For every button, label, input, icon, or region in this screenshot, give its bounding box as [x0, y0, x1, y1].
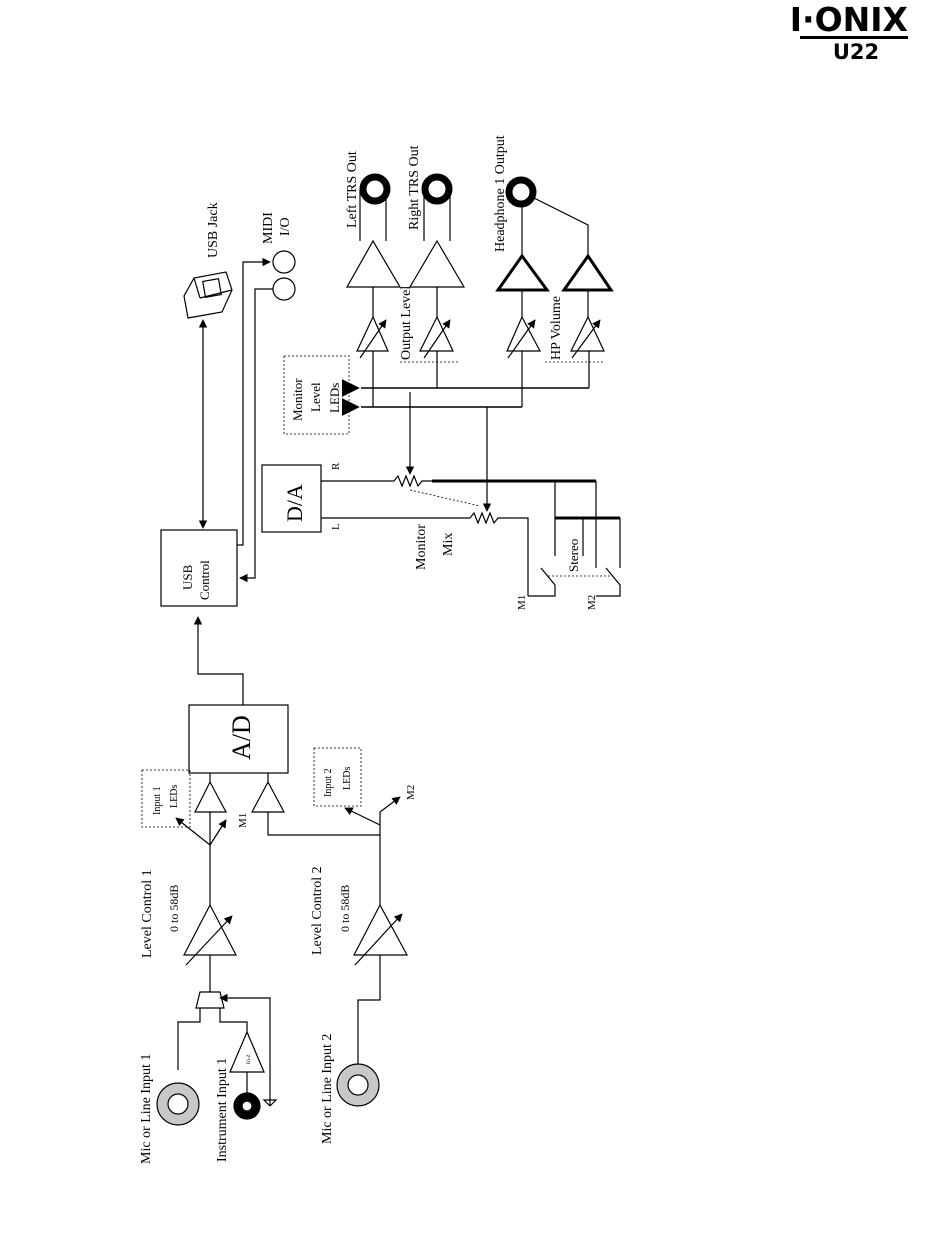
input1-leds-label-2: LEDs: [169, 785, 180, 808]
hiz-buffer-amp: [229, 1030, 265, 1073]
gain-range-2-label: 0 to 58dB: [338, 885, 352, 932]
headphone-output-label: Headphone 1 Output: [493, 135, 508, 252]
midi-in-line: [239, 288, 273, 583]
usb-control-box: [160, 529, 238, 607]
usb-jack-icon: [183, 271, 233, 319]
left-trs-jack-icon: [359, 173, 391, 205]
m2-label-left: M2: [405, 785, 417, 800]
midi-out-line: [237, 257, 271, 546]
monitor-mix-label-1: Monitor: [414, 524, 429, 570]
right-trs-jack-icon: [421, 173, 453, 205]
hp-volume-vca-right: [570, 315, 605, 359]
right-line-amp: [408, 239, 466, 288]
level-control-2-vca: [353, 903, 409, 966]
m1-stereo-switch: [528, 567, 556, 597]
mic-line-input-2-label: Mic or Line Input 2: [320, 1034, 335, 1144]
monitor-leds-label-2: Level: [308, 382, 323, 412]
input2-leds-label-2: LEDs: [342, 767, 353, 790]
hp-r-wire: [531, 196, 589, 256]
ad-label: A/D: [227, 715, 256, 760]
hiz-to-mux: [219, 1008, 248, 1032]
input1-buffer-amp: [194, 780, 227, 813]
m1-feed: [520, 517, 529, 596]
logo-brand: I·ONIX: [790, 0, 908, 39]
headphone-jack-icon: [505, 176, 537, 208]
hiz-label: Hi-Z: [247, 1054, 252, 1064]
input2-to-buffer: [267, 812, 380, 836]
m1-label-right: M1: [516, 595, 528, 610]
m1-label-left: M1: [237, 813, 249, 828]
usb-jack-label: USB Jack: [206, 202, 221, 258]
input2-led-arrow: [344, 807, 381, 826]
input2-buffer-amp: [251, 780, 285, 813]
left-line-amp: [345, 239, 402, 288]
level-control-1-label: Level Control 1: [140, 869, 155, 958]
input1-led-arrow: [175, 817, 211, 846]
input1-leds-label-1: Input 1: [152, 786, 163, 815]
midi-ports: [272, 250, 296, 301]
instrument-input-1-label: Instrument Input 1: [215, 1058, 230, 1162]
right-trs-label: Right TRS Out: [407, 145, 422, 230]
da-right-label: R: [330, 462, 342, 470]
ionix-u22-logo: I·ONIX U22: [790, 0, 908, 64]
output-level-label: Output Level: [399, 286, 414, 360]
midi-label-1: MIDI: [261, 212, 276, 244]
midi-label-2: I/O: [278, 217, 293, 236]
ad-to-usb-line: [193, 616, 244, 705]
da-left-label: L: [330, 523, 342, 530]
input-selector: [195, 991, 225, 1009]
m2-stereo-switch: [596, 567, 621, 597]
mic-line-input-1-jack-icon: [156, 1082, 200, 1126]
monitor-mix-pot-left: [469, 511, 508, 525]
m2-label-right: M2: [586, 595, 598, 610]
mic2-to-vca: [357, 955, 381, 1064]
hp-amp-left: [495, 253, 550, 292]
ad-box: [188, 704, 289, 774]
da-box: [261, 464, 322, 533]
input2-leds-box: [313, 747, 362, 807]
monitor-mix-label-2: Mix: [441, 533, 456, 556]
mic-line-input-2-jack-icon: [336, 1063, 380, 1107]
instrument-input-1-jack-icon: [233, 1092, 261, 1120]
instrument-switch-tip: [262, 1099, 278, 1107]
hp-amp-right: [561, 253, 614, 292]
level-control-2-label: Level Control 2: [310, 866, 325, 955]
instrument-detect-line: [219, 993, 271, 1106]
monitor-leds-label-1: Monitor: [290, 378, 305, 421]
mic-line-input-1-label: Mic or Line Input 1: [139, 1054, 154, 1164]
logo-model: U22: [833, 40, 879, 64]
input2-leds-label-1: Input 2: [323, 768, 334, 797]
usb-control-label-2: Control: [197, 560, 212, 600]
logo-rule: [800, 36, 908, 39]
m2-tap-arrow: [379, 796, 401, 813]
mix-gang-link: [409, 489, 481, 507]
hp-volume-label: HP Volume: [549, 296, 564, 360]
monitor-leds-box: [283, 355, 350, 435]
mic1-to-mux: [177, 1008, 201, 1070]
monitor-leds-label-3: LEDs: [327, 383, 342, 413]
stereo-label: Stereo: [566, 539, 581, 572]
left-trs-label: Left TRS Out: [345, 151, 360, 228]
gain-range-1-label: 0 to 58dB: [167, 885, 181, 932]
input1-leds-box: [141, 769, 191, 828]
usb-control-label-1: USB: [180, 564, 195, 590]
m1-tap-arrow: [209, 819, 227, 846]
monitor-mix-pot-right: [393, 474, 432, 488]
hp-volume-vca-left: [506, 315, 541, 359]
da-label: D/A: [282, 484, 307, 522]
